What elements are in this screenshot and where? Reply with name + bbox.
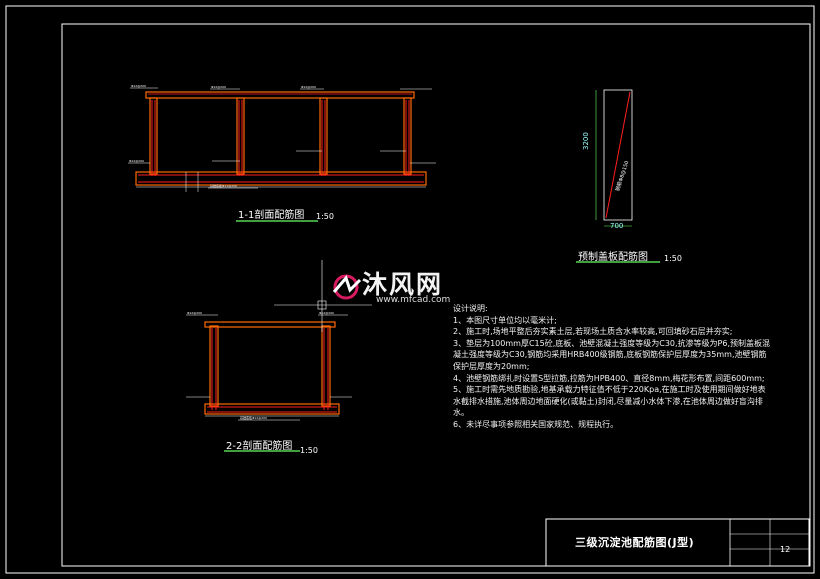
note-item: 6、未详尽事项参照相关国家规范、规程执行。 [453,419,619,429]
cover-width-dimension: 700 [610,222,624,230]
section-2-2-drawing [186,314,352,452]
watermark-name: 沐风网 [362,270,444,299]
cover-caption: 预制盖板配筋图 [578,252,648,263]
section-1-1-drawing [128,87,436,222]
rebar-label-2-2-right: Φ12@200 [319,311,334,315]
section-1-1-caption: 1-1剖面配筋图 [238,210,305,221]
section-2-2-scale: 1:50 [300,446,318,455]
note-item: 3、垫层为100mm厚C15砼,底板、池壁混凝土强度等级为C30,抗渗等级为P6… [453,338,771,371]
title-block-frame [545,518,810,567]
design-notes: 设计说明: 1、本图尺寸单位均以毫米计; 2、施工时,场地平整后夯实素土层,若现… [453,303,773,431]
rebar-label-top-left: Φ12@200 [131,84,146,88]
watermark-url: www.mfcad.com [376,295,451,305]
inner-frame [61,23,811,567]
note-item: 2、施工时,场地平整后夯实素土层,若现场土质含水率较高,可回填砂石层并夯实; [453,327,733,337]
watermark-logo-icon [332,274,362,300]
rebar-label-top-right: Φ12@200 [301,85,316,89]
cover-height-dimension: 3200 [582,132,590,150]
cursor-crosshair-icon [274,260,372,332]
base-label-1-1: 基础底板Φ12@200 [210,184,237,188]
precast-cover-drawing [576,89,660,263]
drawing-title: 三级沉淀池配筋图(J型) [575,536,695,549]
notes-heading: 设计说明: [453,304,488,313]
sheet-number: 12 [780,545,791,554]
rebar-label-2-2-left: Φ12@200 [187,311,202,315]
note-item: 5、施工时需先地质勘验,地基承载力特征值不低于220Kpa,在施工时及使用期间做… [453,385,766,418]
base-label-2-2: 基础底板Φ12@200 [240,416,267,420]
rebar-label-top-middle: Φ12@200 [211,85,226,89]
section-1-1-scale: 1:50 [316,212,334,221]
note-item: 1、本图尺寸单位均以毫米计; [453,315,557,325]
note-item: 4、池壁钢筋绑扎时设置S型拉筋,拉筋为HPB400、直径8mm,梅花形布置,间距… [453,373,765,383]
rebar-label-side-left: Φ12@200 [129,159,144,163]
cover-scale: 1:50 [664,254,682,263]
section-2-2-caption: 2-2剖面配筋图 [226,441,293,452]
outer-frame [5,5,815,574]
